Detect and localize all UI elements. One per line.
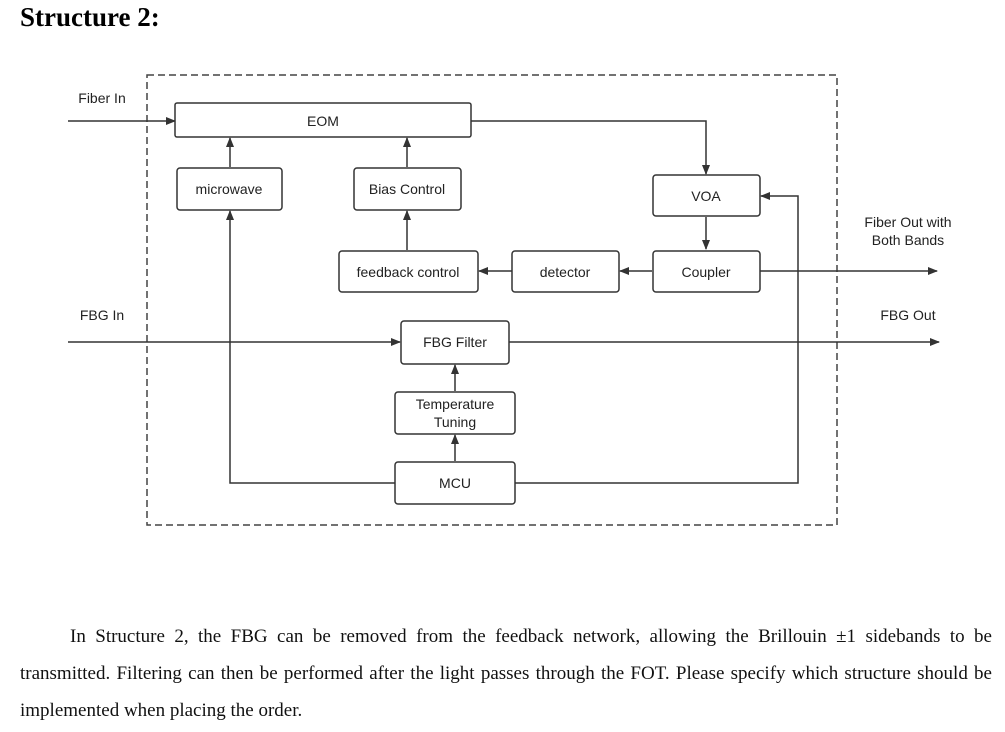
module-enclosure (146, 74, 838, 526)
temperature-tuning-label-line1: Temperature (416, 396, 495, 412)
temperature-tuning-block (394, 391, 516, 435)
mcu-label: MCU (439, 475, 471, 491)
coupler-block (652, 250, 761, 293)
temperature-tuning-label-line2: Tuning (434, 414, 476, 430)
eom-label: EOM (307, 113, 339, 129)
bias-control-label: Bias Control (369, 181, 445, 197)
fiber-out-label-line2: Both Bands (872, 232, 944, 248)
voa-label: VOA (691, 188, 721, 204)
detector-label: detector (540, 264, 591, 280)
fiber-in-label: Fiber In (78, 90, 125, 106)
feedback-control-label: feedback control (357, 264, 460, 280)
microwave-label: microwave (196, 181, 263, 197)
eom-block (174, 102, 472, 138)
mcu-block (394, 461, 516, 505)
fbg-in-label: FBG In (80, 307, 124, 323)
voa-block (652, 174, 761, 217)
fbg-filter-block (400, 320, 510, 365)
coupler-label: Coupler (681, 264, 730, 280)
mcu-to-voa-connector (515, 192, 799, 484)
description-paragraph: In Structure 2, the FBG can be removed f… (20, 626, 992, 721)
detector-block (511, 250, 620, 293)
eom-to-voa-connector (471, 120, 710, 175)
fbg-out-label: FBG Out (880, 307, 935, 323)
fbg-filter-label: FBG Filter (423, 334, 487, 350)
fiber-out-label-line1: Fiber Out with (864, 214, 951, 230)
bias-control-block (353, 167, 462, 211)
section-heading: Structure 2: (20, 2, 160, 32)
mcu-to-microwave-connector (226, 210, 395, 484)
microwave-block (176, 167, 283, 211)
block-diagram: EOM microwave Bias Control VOA feedback … (68, 74, 952, 526)
feedback-control-block (338, 250, 479, 293)
